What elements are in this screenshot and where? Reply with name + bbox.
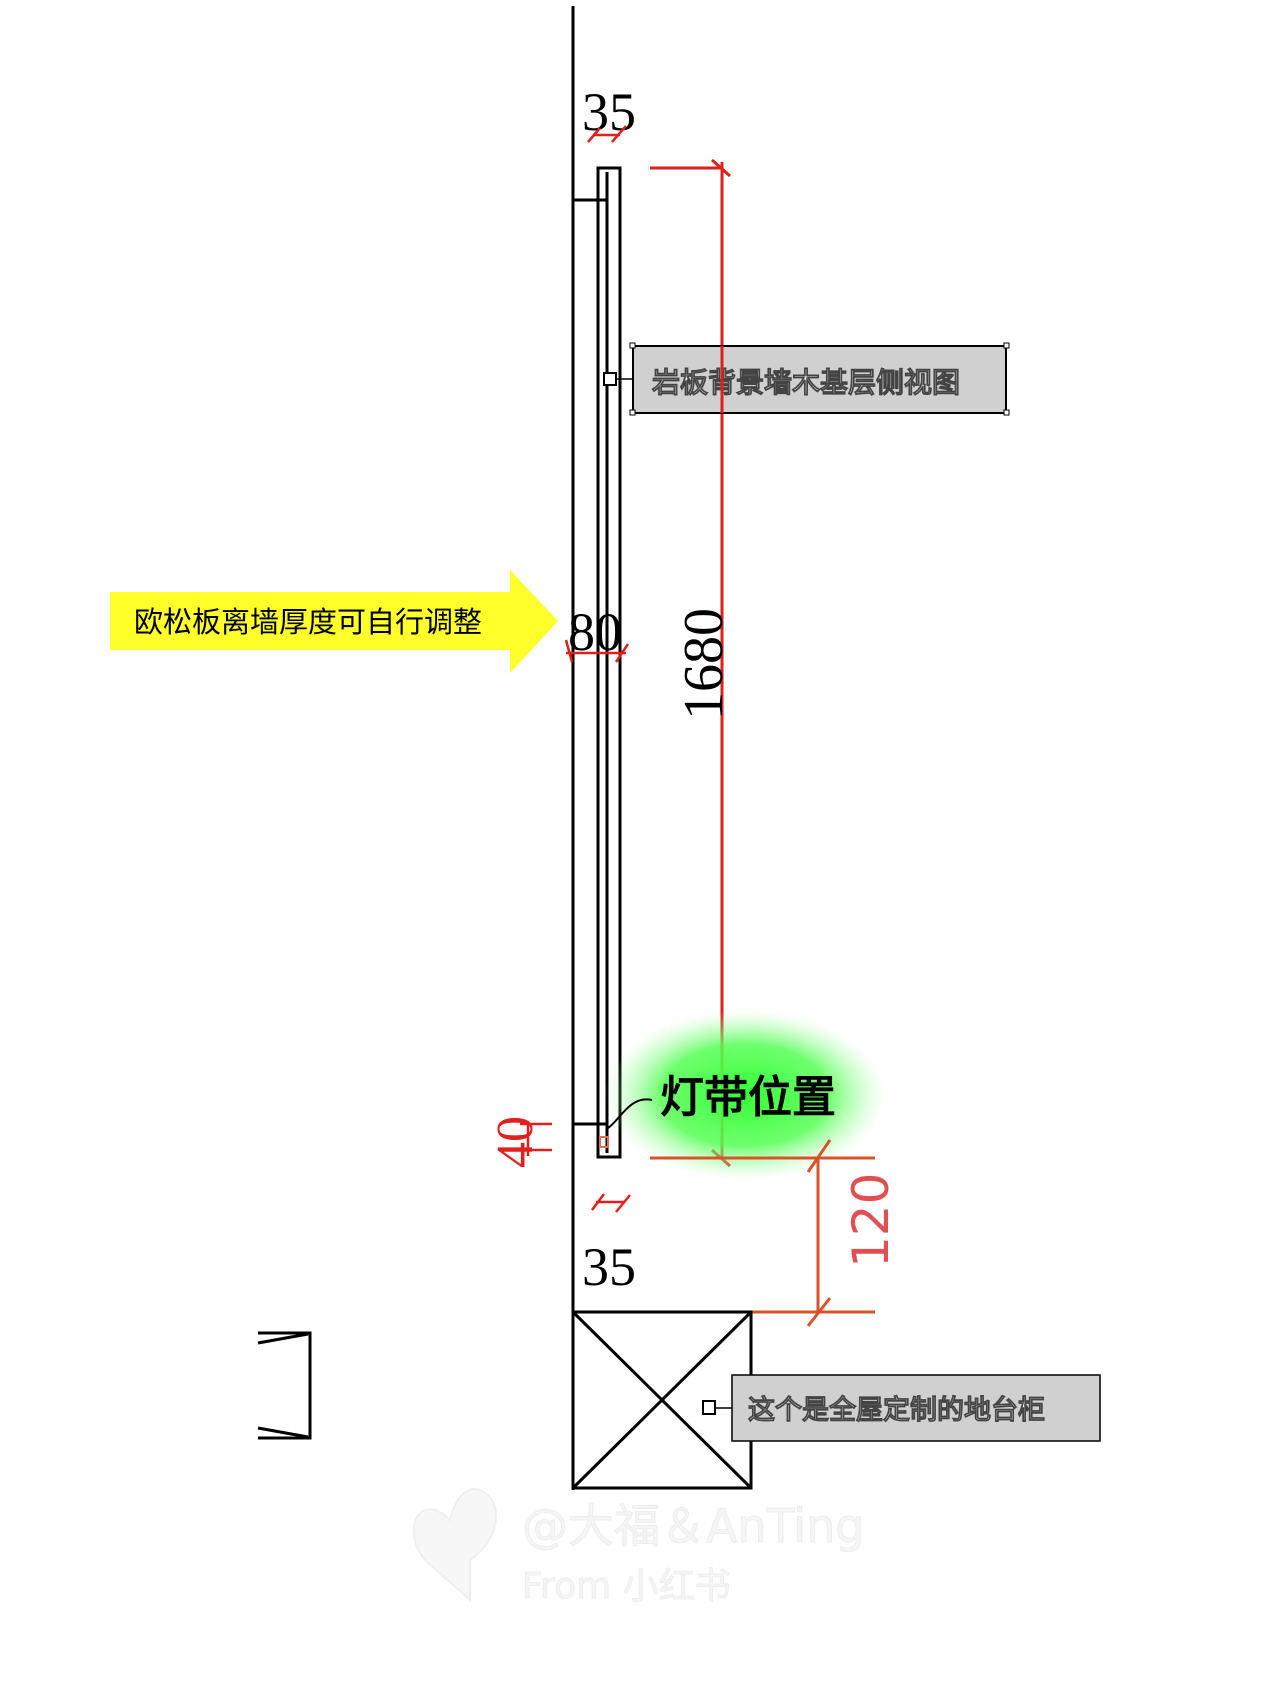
dim-panel-height: 1680 <box>673 608 735 720</box>
left-fragment-shape <box>257 1331 312 1440</box>
light-strip-label: 灯带位置 <box>660 1072 836 1123</box>
light-strip-pointer <box>607 1098 653 1129</box>
dim-bottom-gap: 35 <box>582 1237 636 1297</box>
wood-base-panel <box>573 166 622 1159</box>
osb-note-arrow: 欧松板离墙厚度可自行调整 <box>110 570 558 673</box>
dim-offset-arrow <box>564 639 630 663</box>
dim-top-gap-arrow <box>587 125 627 143</box>
watermark-source: From 小红书 <box>522 1566 731 1607</box>
side-view-title: 岩板背景墙木基层侧视图 <box>651 366 960 399</box>
watermark-author: @大福＆AnTing <box>522 1499 864 1553</box>
dim-bottom-gap-arrow <box>591 1193 631 1213</box>
dim-bottom-return-arrow <box>520 1122 552 1156</box>
xiaohongshu-logo-icon <box>412 1488 497 1603</box>
dim-top-gap: 35 <box>582 82 636 142</box>
side-view-label: 岩板背景墙木基层侧视图 <box>603 342 1010 416</box>
cabinet-note: 这个是全屋定制的地台柜 <box>748 1394 1045 1426</box>
dim-gap-to-cabinet: 120 <box>842 1173 900 1268</box>
light-strip-marker <box>599 1136 609 1148</box>
watermark: @大福＆AnTing From 小红书 <box>412 1488 865 1608</box>
cabinet-label: 这个是全屋定制的地台柜 <box>702 1374 1101 1442</box>
osb-note: 欧松板离墙厚度可自行调整 <box>134 605 482 639</box>
light-strip-glow <box>605 1010 885 1180</box>
floor-cabinet <box>571 1310 753 1490</box>
